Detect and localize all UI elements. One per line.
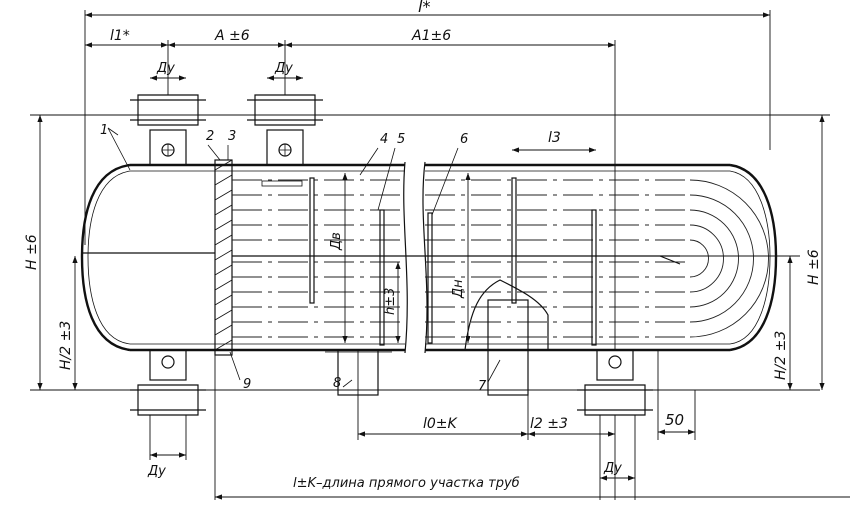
tube-bundle	[232, 179, 769, 338]
label-a: A ±6	[214, 28, 250, 44]
callout-8: 8	[333, 376, 341, 391]
tube-sheet	[214, 159, 233, 356]
callout-numbers: 1 2 3 4 5 6 7 8 9	[100, 123, 487, 394]
callout-7: 7	[478, 379, 487, 394]
label-a1: A1±6	[411, 28, 451, 44]
callout-3: 3	[228, 129, 236, 144]
label-height-right: H ±6	[806, 249, 822, 285]
label-du-top-left: Ду	[156, 61, 175, 76]
label-height-left: H ±6	[24, 234, 40, 270]
dimension-lines	[30, 10, 850, 500]
label-half-height-right: H/2 ±3	[773, 331, 789, 380]
callout-2: 2	[206, 129, 214, 144]
dimension-labels: l* l1* A ±6 A1±6 Ду Ду Ду Ду l3 Дв h±3 Д…	[24, 0, 822, 491]
label-du-bottom-left: Ду	[147, 464, 166, 479]
right-head	[729, 163, 778, 352]
label-fifty: 50	[665, 411, 684, 429]
nozzle-bottom-right	[577, 349, 653, 416]
label-dv: Дв	[329, 232, 344, 251]
callout-5: 5	[397, 132, 405, 147]
left-head	[80, 163, 131, 352]
nozzle-top-left	[130, 94, 206, 166]
shell	[80, 161, 778, 354]
nozzle-top-right	[247, 94, 323, 166]
callout-1: 1	[100, 123, 108, 138]
break-right	[422, 161, 428, 354]
support-7	[464, 279, 549, 396]
nozzle-bottom-left	[130, 349, 206, 416]
label-l0: l0±K	[423, 416, 459, 432]
label-dn: Дн	[451, 279, 466, 299]
baffles	[261, 177, 597, 346]
callout-6: 6	[460, 132, 468, 147]
label-half-height-left: H/2 ±3	[58, 321, 74, 370]
label-du-top-right: Ду	[274, 61, 293, 76]
callout-4: 4	[380, 132, 388, 147]
label-l1: l1*	[110, 28, 130, 44]
label-l3: l3	[548, 130, 561, 146]
label-tube-length: l±K–длина прямого участка труб	[293, 476, 520, 491]
label-h: h±3	[383, 288, 398, 315]
label-du-bottom-right: Ду	[603, 461, 622, 476]
callout-9: 9	[243, 377, 251, 392]
label-overall-length: l*	[418, 0, 430, 16]
label-l2: l2 ±3	[530, 416, 568, 432]
break-left	[403, 161, 408, 354]
